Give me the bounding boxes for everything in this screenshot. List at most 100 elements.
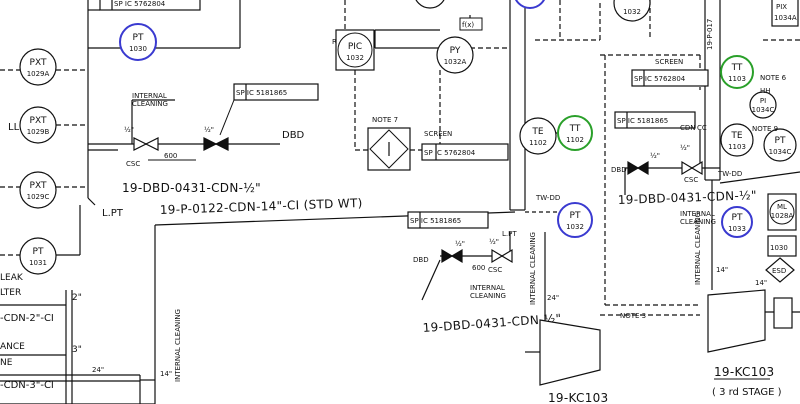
te-1103-num: 1103 <box>728 143 746 151</box>
size-14-2: 14" <box>716 266 728 274</box>
half-size-2: ½" <box>204 126 214 134</box>
size-24-1: 24" <box>92 366 104 374</box>
te-1102-tag: TE <box>531 127 543 137</box>
py-1032a-bubble: PY 1032A <box>436 36 474 74</box>
py-1032a-num: 1032A <box>444 58 467 66</box>
lpt-label-2: L.PT <box>502 230 517 238</box>
csc-3: CSC <box>684 176 698 184</box>
pic-1032-tag: PIC <box>348 42 362 52</box>
te-1102-num: 1102 <box>529 139 547 147</box>
kc103-label-1: 19-KC103 <box>548 391 609 404</box>
screen-2: SCREEN <box>655 58 683 66</box>
pi-1034c-num: 1034C <box>752 106 775 114</box>
r-label: R <box>332 38 337 46</box>
screen-1: SCREEN <box>424 130 452 138</box>
half-size-5: ½" <box>650 152 660 160</box>
sp-box-3: SP IC 5181865 <box>410 217 461 225</box>
pix-label: PIX <box>776 3 787 11</box>
pxt-1029b-bubble: PXT 1029B <box>19 106 57 144</box>
sp-screen: SP IC 5762804 <box>634 75 686 83</box>
size-14-1: 14" <box>160 370 172 378</box>
tw-dd-2: TW-DD <box>717 170 742 178</box>
tt-1102-tag: TT <box>569 124 581 134</box>
pxt-1029b-num: 1029B <box>27 128 50 136</box>
pt-1034c-num: 1034C <box>769 148 792 156</box>
pi-1034c-tag: PI <box>760 97 766 105</box>
vert-cleaning-1: INTERNAL CLEANING <box>174 309 182 382</box>
line-label-1: 19-DBD-0431-CDN-½" <box>122 181 261 195</box>
pic-1032-num: 1032 <box>346 54 364 62</box>
cdn3-label: -CDN-3"-CI <box>0 380 54 391</box>
pt-1030-num: 1030 <box>129 45 147 53</box>
ne-label: NE <box>0 358 13 368</box>
pxt-1029a-num: 1029A <box>27 70 50 78</box>
half-size-6: ½" <box>680 144 690 152</box>
pt-1033-bubble: PT 1033 <box>721 206 753 238</box>
kc103-label-2: 19-KC103 <box>714 365 775 379</box>
ml-num: 1028A <box>771 212 794 220</box>
pt-1030-bubble: PT 1030 <box>119 23 157 61</box>
pic-1032-box: PIC 1032 <box>335 29 375 71</box>
pt-1033-num: 1033 <box>728 225 746 233</box>
pt-1034c-tag: PT <box>775 136 786 146</box>
kc103-stage: ( 3 rd STAGE ) <box>712 387 782 398</box>
leak-label: LEAK <box>0 273 24 283</box>
dim-600-1: 600 <box>164 152 177 160</box>
pxt-1029a-tag: PXT <box>30 58 47 68</box>
tt-1103-num: 1103 <box>728 75 746 83</box>
line-label-2: 19-P-0122-CDN-14"-CI (STD WT) <box>160 196 363 217</box>
sp-box-2: SP IC 5762804 <box>424 149 476 157</box>
pt-1032-num: 1032 <box>566 223 584 231</box>
pxt-1029c-num: 1029C <box>27 193 50 201</box>
tw-dd-1: TW-DD <box>535 194 560 202</box>
half-size-3: ½" <box>455 240 465 248</box>
note-9: NOTE 9 <box>752 125 778 133</box>
sp-top-label: SP IC 5762804 <box>114 0 166 8</box>
fx-label: f(x) <box>462 21 474 29</box>
pxt-1029a-bubble: PXT 1029A <box>19 48 57 86</box>
lter-label: LTER <box>0 288 21 298</box>
line-label-4: 19-DBD-0431-CDN-½" <box>618 188 757 207</box>
cc-label: CC <box>697 124 707 132</box>
te-1103-bubble: TE 1103 <box>720 123 754 157</box>
pi-1034c-bubble: PI 1034C <box>749 91 777 119</box>
half-size-1: ½" <box>124 126 134 134</box>
dbd-label-1: DBD <box>282 130 305 141</box>
tt-1102-bubble: TT 1102 <box>557 115 593 151</box>
pt-1030-tag: PT <box>133 33 144 43</box>
pt-1031-tag: PT <box>33 247 44 257</box>
pix-num: 1034A <box>774 14 797 22</box>
ml-num-2: 1030 <box>770 244 788 252</box>
py-1032a-tag: PY <box>450 46 461 56</box>
pt-1032-tag: PT <box>570 211 581 221</box>
internal-cleaning-3b: CLEANING <box>680 218 716 226</box>
cdn2-label: -CDN-2"-CI <box>0 313 54 324</box>
top-1032-bubble: 1032 <box>613 0 651 22</box>
pxt-1029c-tag: PXT <box>30 181 47 191</box>
te-1103-tag: TE <box>730 131 742 141</box>
size-14-3: 14" <box>755 279 767 287</box>
csc-2: CSC <box>488 266 502 274</box>
internal-cleaning-2b: CLEANING <box>470 292 506 300</box>
dbd-label-3: DBD <box>611 166 627 174</box>
internal-cleaning-2a: INTERNAL <box>470 284 505 292</box>
pt-1034c-bubble: PT 1034C <box>763 128 797 162</box>
size-3: 3" <box>72 345 82 355</box>
pxt-1029b-tag: PXT <box>30 116 47 126</box>
size-2: 2" <box>72 293 82 303</box>
internal-cleaning-1b: CLEANING <box>132 100 168 108</box>
tt-1103-tag: TT <box>731 63 743 73</box>
p017-label: 19-P-017 <box>706 19 714 50</box>
vert-cleaning-2: INTERNAL CLEANING <box>529 232 537 305</box>
ance-label: ANCE <box>0 342 25 352</box>
pt-1031-num: 1031 <box>29 259 47 267</box>
note-3: NOTE 3 <box>620 312 646 320</box>
half-size-4: ½" <box>489 238 499 246</box>
pt-1031-bubble: PT 1031 <box>19 237 57 275</box>
esd-label: ESD <box>772 267 786 275</box>
te-1102-bubble: TE 1102 <box>519 117 557 155</box>
pt-1032-bubble: PT 1032 <box>557 202 593 238</box>
pxt-1029c-bubble: PXT 1029C <box>19 171 57 209</box>
sp-box-1: SP IC 5181865 <box>236 89 287 97</box>
